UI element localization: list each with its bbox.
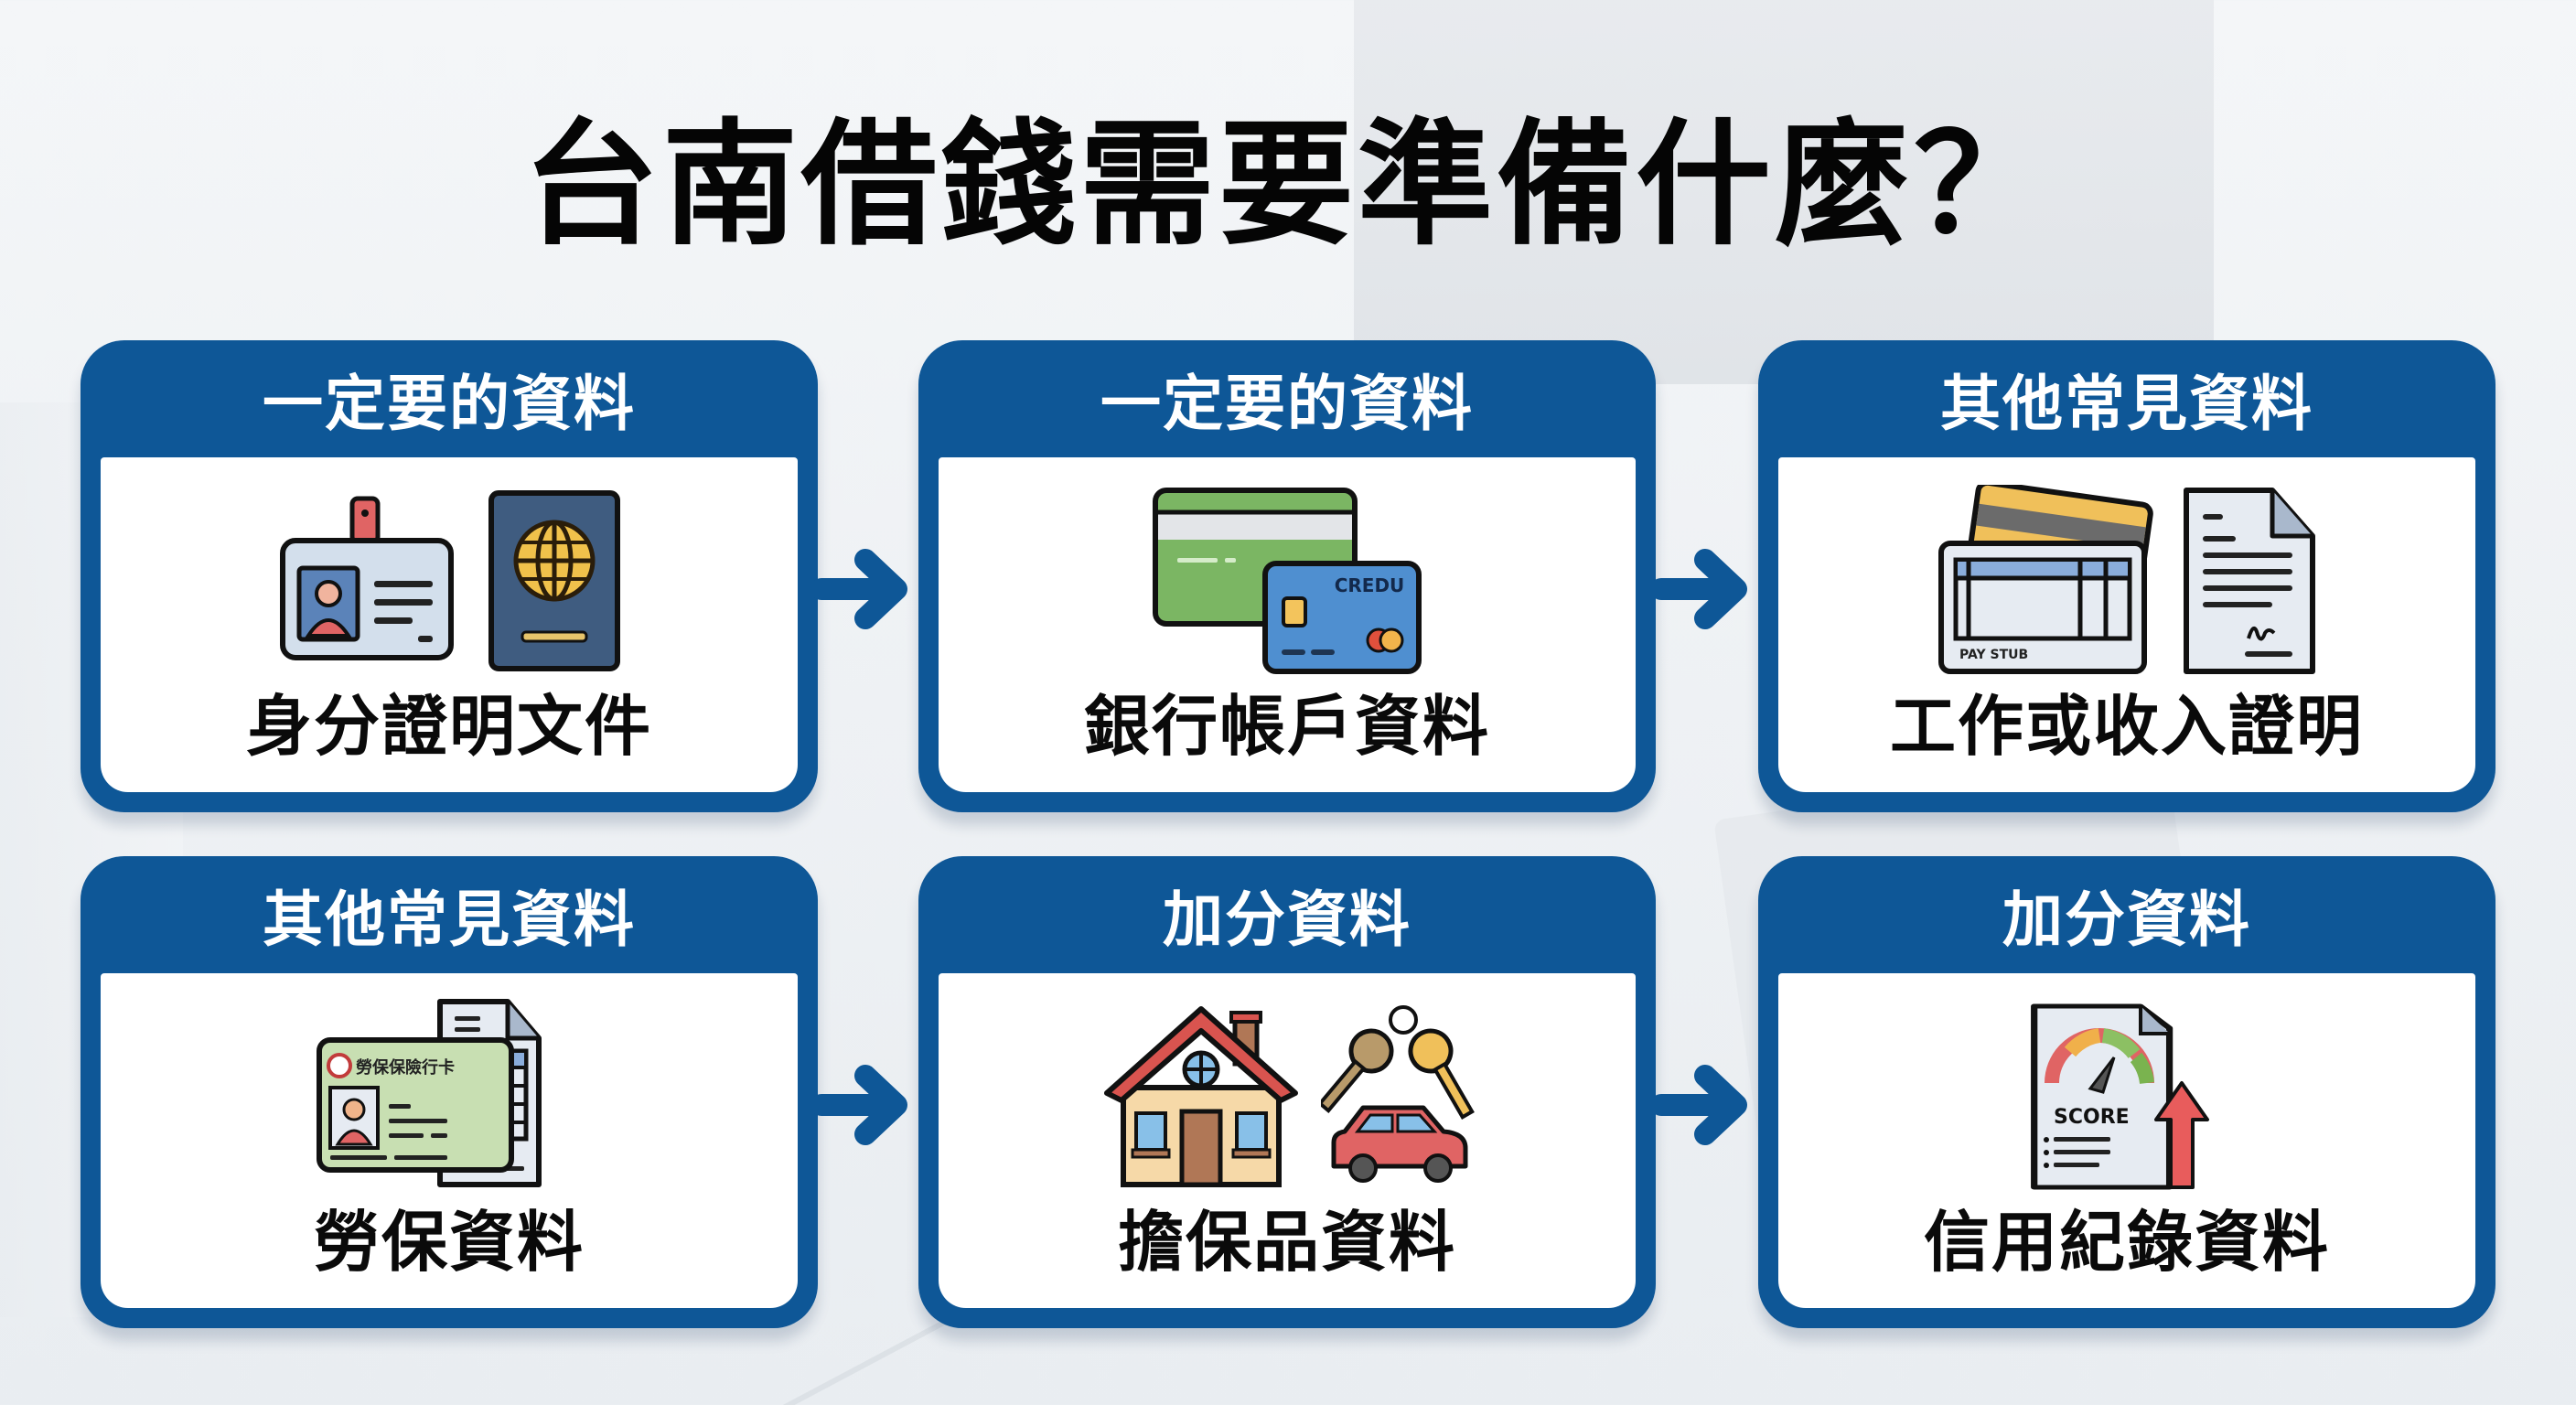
card-panel: 身分證明文件 <box>101 457 798 792</box>
labor-insurance-card-icon: 勞保保險行卡 <box>317 999 542 1187</box>
house-icon <box>1104 1006 1298 1187</box>
card-credit-record: 加分資料 SCORE 信用紀錄資料 <box>1758 856 2496 1328</box>
keys-icon <box>1321 1005 1475 1183</box>
card-header: 一定要的資料 <box>263 369 636 439</box>
card-header: 一定要的資料 <box>1100 369 1474 439</box>
svg-text:勞保保險行卡: 勞保保險行卡 <box>356 1057 455 1078</box>
page-title: 台南借錢需要準備什麼？ <box>523 106 2053 263</box>
card-bank-account: 一定要的資料 CREDU 銀行帳戶資料 <box>918 340 1656 812</box>
arrow-right-icon <box>1654 549 1747 629</box>
card-label: 銀行帳戶資料 <box>1083 688 1490 765</box>
card-header: 其他常見資料 <box>263 885 636 955</box>
card-panel: PAY STUB 工作或收入證明 <box>1778 457 2475 792</box>
card-label: 工作或收入證明 <box>1889 688 2364 765</box>
credit-card-icon: CREDU <box>1262 561 1422 674</box>
id-badge-icon <box>280 496 454 660</box>
bank-card-icon: CREDU <box>1153 488 1422 674</box>
card-label: 身分證明文件 <box>245 688 652 765</box>
card-label: 信用紀錄資料 <box>1923 1204 2330 1281</box>
card-header: 加分資料 <box>2002 885 2251 955</box>
card-identity-documents: 一定要的資料 <box>80 340 818 812</box>
document-icon <box>2184 488 2315 674</box>
card-panel: CREDU 銀行帳戶資料 <box>939 457 1636 792</box>
card-panel: 擔保品資料 <box>939 973 1636 1308</box>
credit-score-report-icon: SCORE <box>2031 1003 2209 1190</box>
svg-text:SCORE: SCORE <box>2054 1106 2130 1129</box>
passport-icon <box>488 490 620 671</box>
card-label: 勞保資料 <box>313 1204 585 1281</box>
arrow-right-icon <box>814 1065 907 1145</box>
svg-text:PAY STUB: PAY STUB <box>1959 648 2028 662</box>
card-panel: 勞保保險行卡 勞保資料 <box>101 973 798 1308</box>
card-header: 其他常見資料 <box>1940 369 2313 439</box>
card-header: 加分資料 <box>1163 885 1411 955</box>
up-arrow-icon <box>2154 1081 2209 1189</box>
card-income-proof: 其他常見資料 PAY STUB <box>1758 340 2496 812</box>
pay-stub-icon: PAY STUB <box>1938 485 2153 674</box>
card-labor-insurance: 其他常見資料 勞保 <box>80 856 818 1328</box>
card-collateral: 加分資料 <box>918 856 1656 1328</box>
svg-text:CREDU: CREDU <box>1335 574 1405 596</box>
card-panel: SCORE 信用紀錄資料 <box>1778 973 2475 1308</box>
card-label: 擔保品資料 <box>1117 1204 1456 1281</box>
arrow-right-icon <box>1654 1065 1747 1145</box>
car-icon <box>1331 1105 1468 1183</box>
arrow-right-icon <box>814 549 907 629</box>
